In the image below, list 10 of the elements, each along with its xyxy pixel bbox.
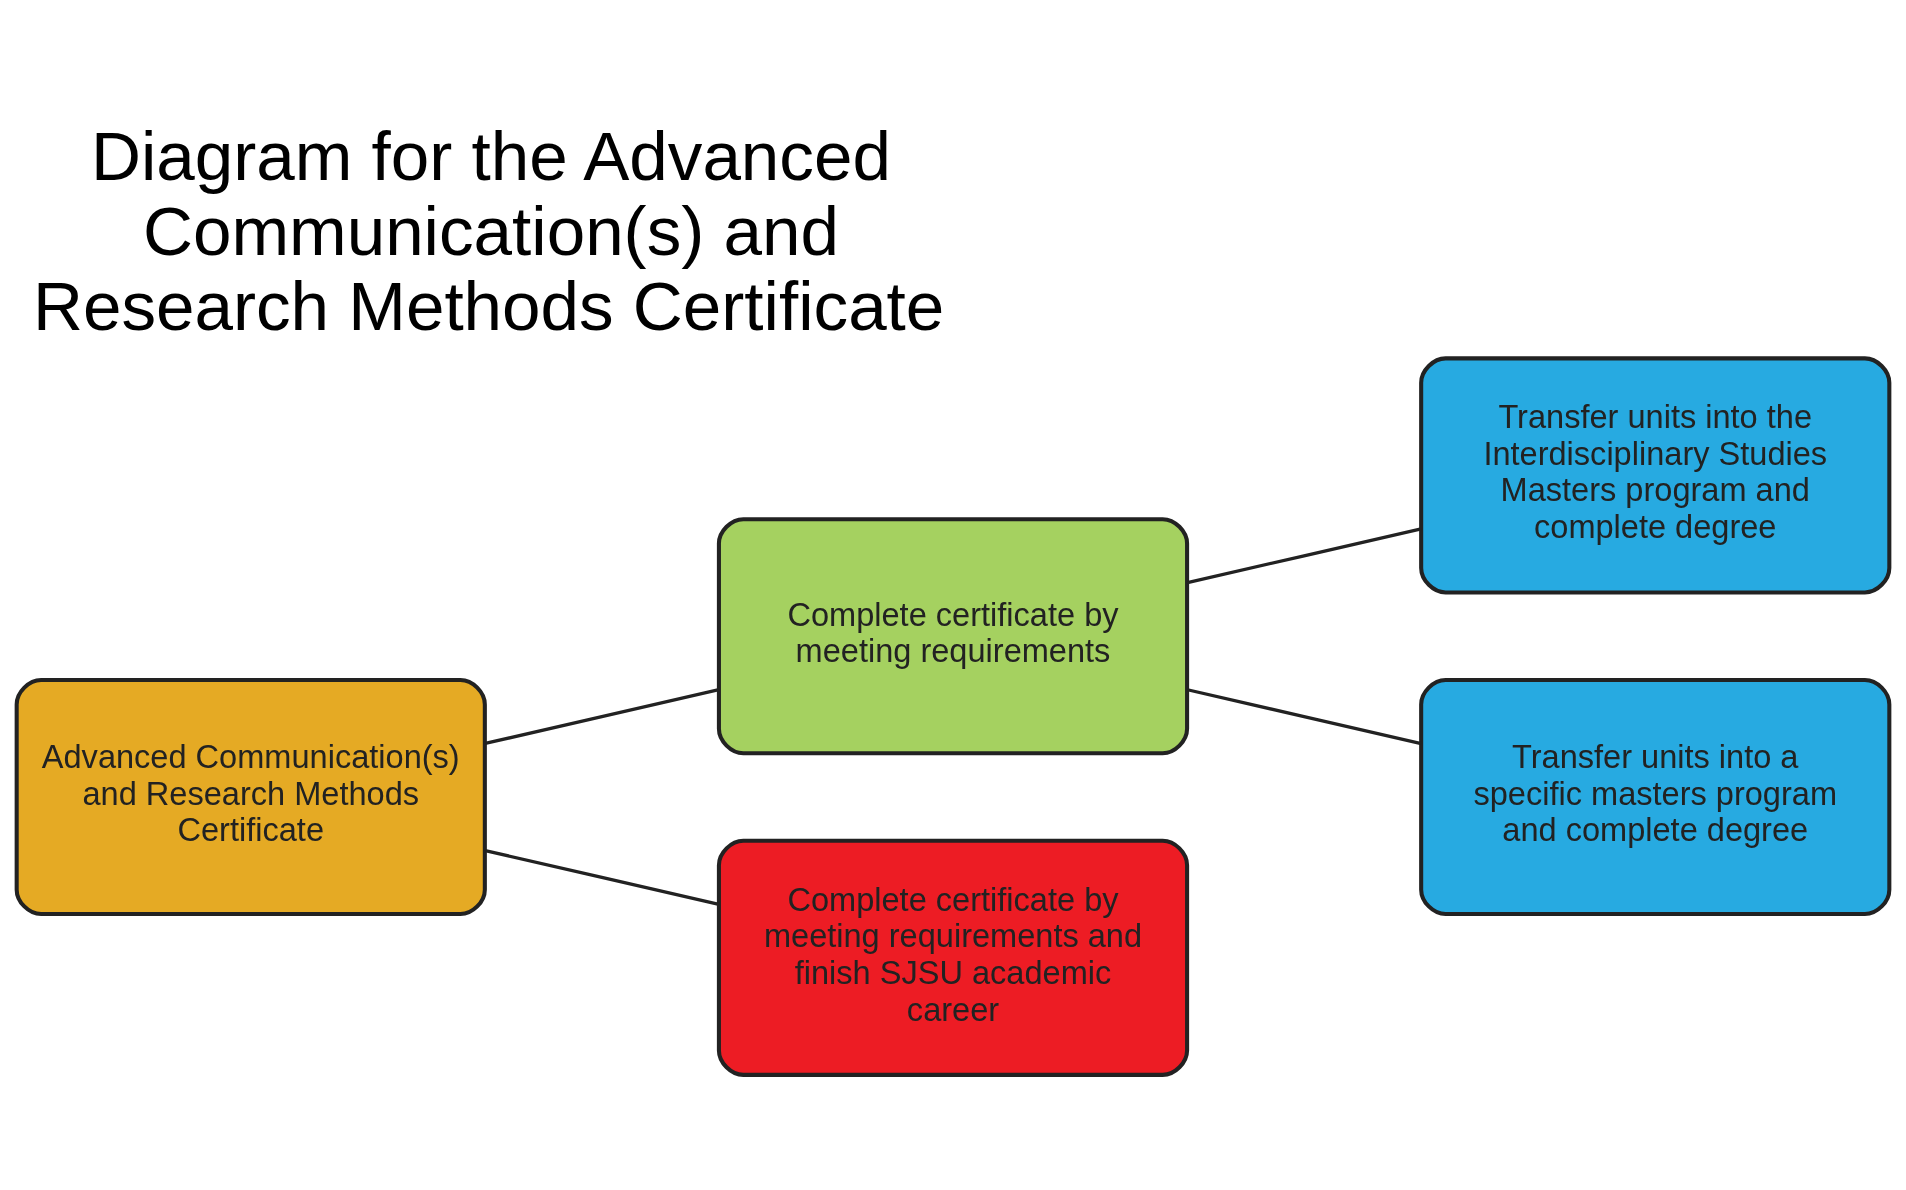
- node-box: Complete certificate by meeting requirements and finish SJSU academic career: [716, 838, 1190, 1077]
- node-box: Advanced Communication(s) and Research Methods Certificate: [14, 677, 487, 916]
- connector: [484, 848, 720, 906]
- node-box: Transfer units into the Interdisciplinary Studies Masters program and complete degree: [1419, 355, 1892, 594]
- node-box: Transfer units into a specific masters program and complete degree: [1419, 677, 1892, 916]
- connector: [484, 687, 720, 745]
- connector: [1187, 526, 1422, 584]
- node-box: Complete certificate by meeting requirements: [716, 516, 1190, 755]
- connector: [1187, 687, 1422, 745]
- diagram-title: Diagram for the Advanced Communication(s) and Research Methods Certificate: [32, 116, 945, 345]
